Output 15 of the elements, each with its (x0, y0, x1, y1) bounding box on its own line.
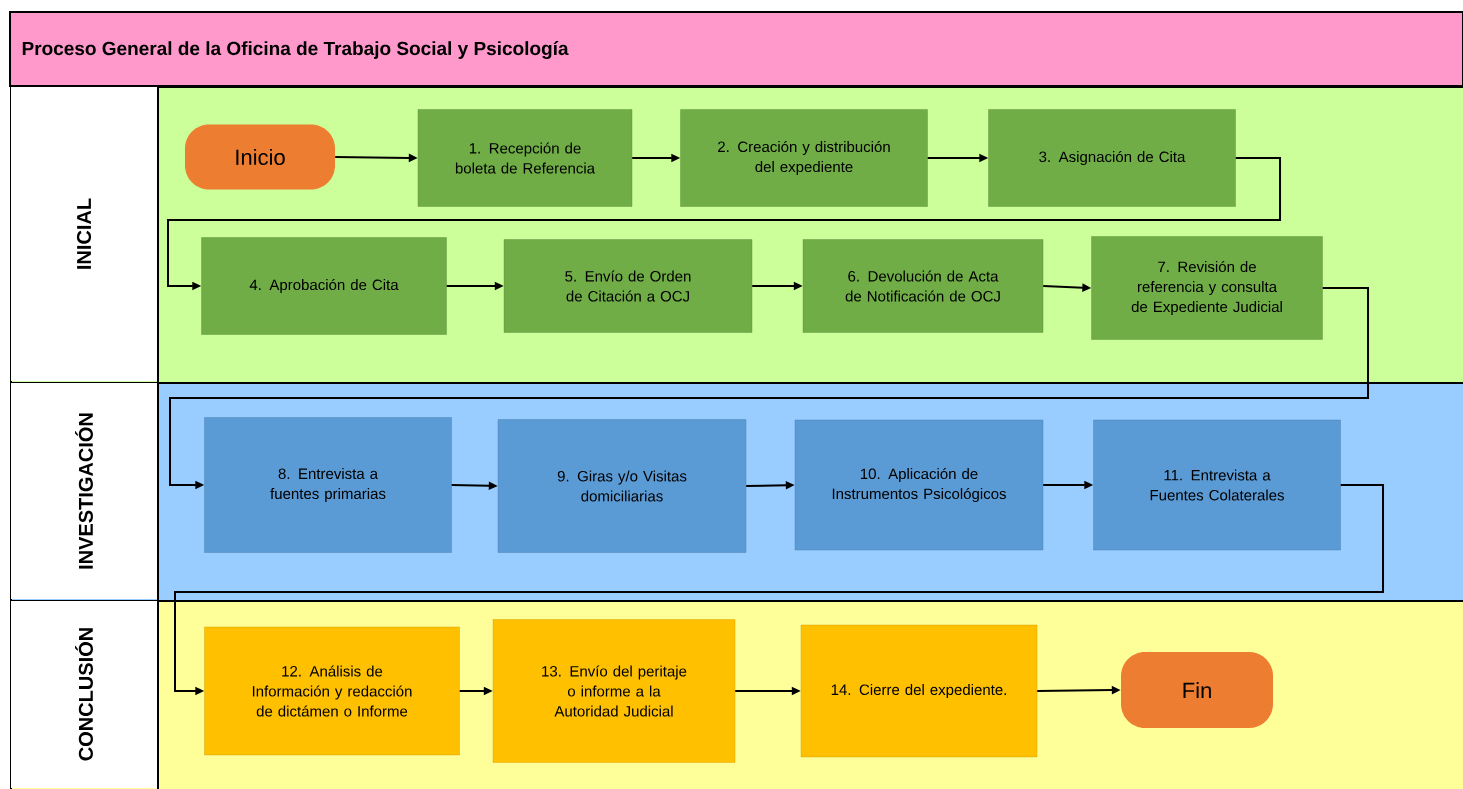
process-box: 14. Cierre del expediente. (800, 624, 1038, 758)
process-box: 4. Aprobación de Cita (201, 237, 447, 335)
title: Proceso General de la Oficina de Trabajo Social y Psicología (22, 41, 569, 59)
process-box: 10. Aplicación de Instrumentos Psicológicos (794, 419, 1044, 551)
process-box: 1. Recepción de boleta de Referencia (417, 109, 633, 207)
process-box: 12. Análisis de Información y redacción de dictámen o Informe (204, 626, 460, 756)
process-box: 13. Envío del peritaje o informe a la Autoridad Judicial (492, 619, 736, 763)
process-box: 7. Revisión de referencia y consulta de Expediente Judicial (1091, 236, 1323, 340)
process-box: 2. Creación y distribución del expediente (680, 109, 928, 207)
process-box: 9. Giras y/o Visitas domiciliarias (497, 419, 747, 553)
process-box: 3. Asignación de Cita (988, 109, 1236, 207)
process-box: 5. Envío de Orden de Citación a OCJ (503, 239, 753, 333)
process-box: 11. Entrevista a Fuentes Colaterales (1093, 419, 1341, 551)
process-box: 8. Entrevista a fuentes primarias (204, 417, 452, 553)
process-box: 6. Devolución de Acta de Notificación de OCJ (802, 239, 1044, 333)
